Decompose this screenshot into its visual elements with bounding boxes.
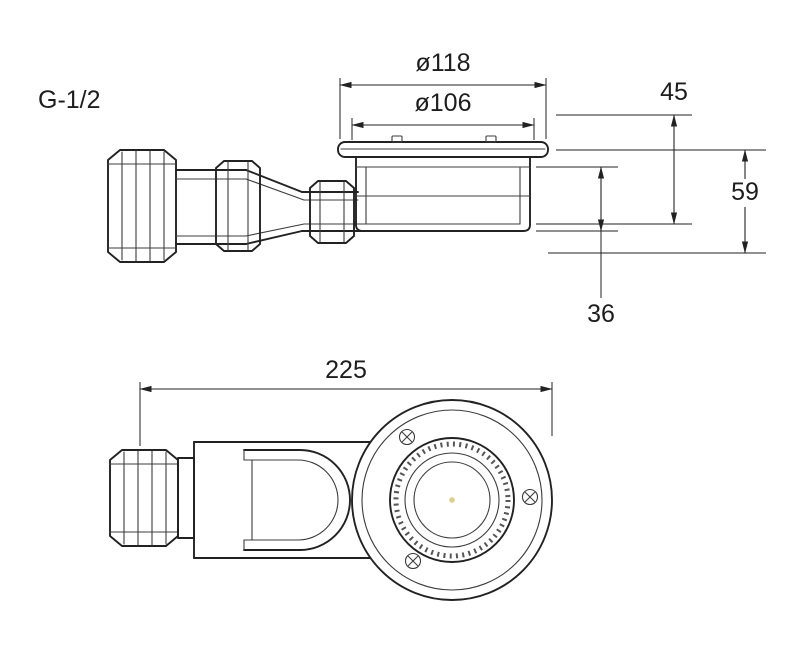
thread-size-label: G-1/2: [38, 86, 101, 114]
compression-nut-bottom: [109, 449, 179, 547]
outlet-union-side: [309, 180, 355, 244]
compression-nut-side: [107, 149, 177, 263]
bottom-view: 225: [109, 356, 553, 601]
inlet-pipe-side: [175, 169, 369, 245]
screw-icon: [398, 428, 416, 446]
drain-body-side: [355, 156, 531, 232]
height-total-label: 59: [731, 178, 759, 206]
dim-height-total: 59: [548, 149, 766, 254]
trap-body-bottom: [177, 441, 371, 559]
dim-length-total: 225: [139, 356, 553, 446]
length-total-label: 225: [325, 356, 367, 384]
dia-inner-label: ø106: [415, 89, 472, 117]
height-lower-label: 36: [587, 300, 615, 328]
drain-cap-bottom: [351, 399, 553, 601]
screw-icon: [404, 552, 422, 570]
center-dot: [449, 497, 455, 503]
knurled-ring: [393, 441, 511, 559]
dim-height-upper: 45: [536, 78, 692, 225]
dim-dia-inner: ø106: [351, 89, 535, 140]
drain-flange-side: [337, 135, 549, 158]
dia-outer-label: ø118: [415, 49, 470, 77]
side-view: G-1/2: [38, 49, 766, 328]
dim-dia-outer: ø118: [339, 49, 547, 139]
union-nut-side: [215, 160, 261, 252]
dim-height-lower: 36: [536, 166, 618, 328]
height-upper-label: 45: [660, 78, 688, 106]
screw-icon: [521, 488, 539, 506]
